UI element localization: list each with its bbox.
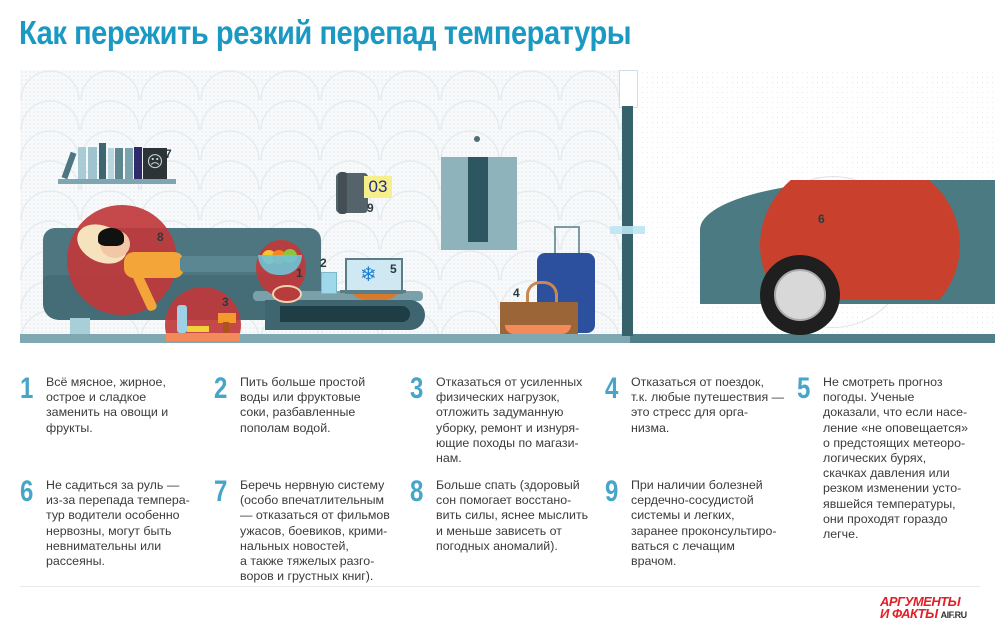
marker-6: 6 xyxy=(818,212,825,226)
bookshelf xyxy=(58,179,176,184)
laptop-base xyxy=(340,290,406,293)
tip-number: 3 xyxy=(410,372,424,405)
door-frame-top xyxy=(619,70,638,108)
tip-6: 6 Не садиться за руль — из-за перепада т… xyxy=(20,475,190,569)
page-title: Как пережить резкий перепад температуры xyxy=(19,14,632,51)
fruit-bowl-icon xyxy=(258,255,302,275)
telephone-receiver xyxy=(338,172,347,214)
marker-3: 3 xyxy=(222,295,229,309)
tip-number: 4 xyxy=(605,372,619,405)
coffee-table xyxy=(253,291,423,301)
highlight-circle-4 xyxy=(505,325,571,334)
marker-7: 7 xyxy=(165,147,172,161)
tip-number: 6 xyxy=(20,475,34,508)
tip-1: 1 Всё мясное, жирное, острое и сладкое з… xyxy=(20,372,169,436)
tip-number: 9 xyxy=(605,475,619,508)
door-latch-icon xyxy=(610,226,645,234)
book-icon xyxy=(115,148,123,179)
tip-number: 7 xyxy=(214,475,228,508)
sofa-leg xyxy=(70,318,90,334)
tip-text: Больше спать (здоровый сон помогает восс… xyxy=(436,478,589,553)
marker-2: 2 xyxy=(320,256,327,270)
car-hub xyxy=(774,269,826,321)
drill-handle xyxy=(223,322,229,333)
spray-bottle-icon xyxy=(177,305,187,333)
tip-text: Отказаться от усиленных физических нагру… xyxy=(436,375,583,466)
marker-8: 8 xyxy=(157,230,164,244)
hanger-icon xyxy=(474,136,480,142)
book-icon xyxy=(99,143,106,179)
tip-3: 3 Отказаться от усиленных физических наг… xyxy=(410,372,583,466)
marker-9: 9 xyxy=(367,201,374,215)
tip-text: Не смотреть прогноз погоды. Ученые доказ… xyxy=(823,375,969,542)
snowflake-icon: ❄ xyxy=(360,264,377,286)
tip-number: 8 xyxy=(410,475,424,508)
tip-number: 5 xyxy=(797,372,811,405)
person-hair xyxy=(98,228,124,246)
tip-text: Беречь нервную систему (особо впечатлите… xyxy=(240,478,390,584)
suitcase-handle xyxy=(554,226,580,256)
bag-handle xyxy=(526,281,558,308)
tip-text: Отказаться от поездок, т.к. любые путеше… xyxy=(631,375,784,435)
marker-5: 5 xyxy=(390,262,397,276)
marker-4: 4 xyxy=(513,286,520,300)
highlight-floor-3 xyxy=(166,333,240,341)
book-icon xyxy=(108,148,114,179)
tip-2: 2 Пить больше простой воды или фруктовые… xyxy=(214,372,366,436)
tip-8: 8 Больше спать (здоровый сон помогает во… xyxy=(410,475,589,554)
logo-line-2-text: И ФАКТЫ xyxy=(880,606,938,621)
footer-divider xyxy=(20,586,980,587)
tip-number: 1 xyxy=(20,372,34,405)
meat-steak-icon xyxy=(272,285,302,303)
tip-number: 2 xyxy=(214,372,228,405)
tip-text: Всё мясное, жирное, острое и сладкое зам… xyxy=(46,375,169,435)
room-floor xyxy=(20,334,630,343)
book-icon xyxy=(125,148,133,179)
tip-text: При наличии болезней сердечно-сосудистой… xyxy=(631,478,777,569)
tip-9: 9 При наличии болезней сердечно-сосудист… xyxy=(605,475,777,569)
drill-icon xyxy=(218,313,236,323)
tip-text: Не садиться за руль — из-за перепада тем… xyxy=(46,478,190,569)
tip-5: 5 Не смотреть прогноз погоды. Ученые док… xyxy=(797,372,969,542)
tip-text: Пить больше простой воды или фруктовые с… xyxy=(240,375,366,435)
book-icon xyxy=(88,147,97,179)
logo-site: AIF.RU xyxy=(940,610,968,620)
book-icon xyxy=(78,147,86,179)
sticky-note: 03 xyxy=(364,176,392,198)
glass-of-water-icon xyxy=(321,272,337,294)
door-post xyxy=(622,106,633,336)
laptop-icon xyxy=(345,258,403,294)
tip-4: 4 Отказаться от поездок, т.к. любые путе… xyxy=(605,372,784,436)
street-floor xyxy=(630,334,995,343)
logo-line-1: АРГУМЕНТЫ xyxy=(880,594,961,609)
marker-1: 1 xyxy=(296,266,303,280)
sponge-icon xyxy=(187,326,209,332)
coffee-table-shelf xyxy=(280,306,410,322)
book-icon xyxy=(134,147,142,179)
tip-7: 7 Беречь нервную систему (особо впечатли… xyxy=(214,475,390,584)
person-torso xyxy=(124,252,184,278)
jacket-lining xyxy=(468,157,488,242)
sad-book-icon: ☹ xyxy=(143,148,167,179)
